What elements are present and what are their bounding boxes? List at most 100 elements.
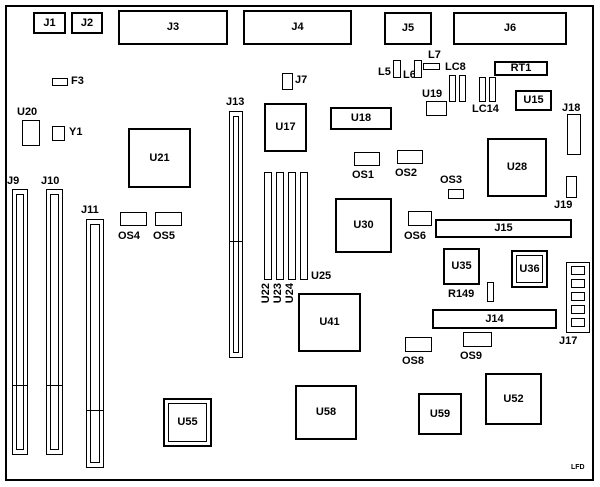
chip-u35-label: U35 [451,260,472,272]
chip-u28: U28 [487,138,547,197]
inductor-l6 [414,60,422,78]
chip-u41: U41 [298,293,361,352]
chip-u58: U58 [295,385,357,440]
oscillator-os4 [120,212,147,226]
chip-u24-label: U24 [284,283,296,304]
chip-u55: U55 [163,398,212,447]
header-j19-label: J19 [554,199,573,211]
header-j17-pin [571,279,585,288]
chip-u41-label: U41 [319,316,340,328]
resistor-r149-label: R149 [448,288,475,300]
chip-u30-label: U30 [353,219,374,231]
slot-j10 [46,189,63,455]
chip-u23 [276,172,284,280]
capacitor-lc14-a [479,77,486,102]
chip-u52-label: U52 [503,392,524,405]
inductor-l5-label: L5 [378,66,391,78]
chip-u18-label: U18 [350,112,372,124]
chip-u59-label: U59 [429,407,451,420]
connector-j1-label: J1 [43,16,56,29]
logo-text: LFD [571,464,585,471]
chip-u55-label: U55 [177,416,198,428]
inductor-l6-label: L6 [403,69,416,81]
board-outline [5,5,594,481]
chip-u19 [426,101,447,116]
connector-j3-label: J3 [166,21,180,33]
chip-u24 [288,172,296,280]
chip-u20-label: U20 [17,106,38,118]
header-j19 [566,176,577,198]
connector-j4: J4 [243,10,352,45]
header-j17-pin [571,305,585,314]
connector-j6: J6 [453,12,567,45]
inductor-l7 [423,63,440,70]
oscillator-os1 [354,152,380,166]
header-j14: J14 [432,309,557,329]
header-j7-label: J7 [295,74,308,86]
slot-j13-inner [233,116,239,353]
header-j18 [567,114,581,155]
oscillator-os6-label: OS6 [404,230,427,242]
header-j14-label: J14 [485,312,504,325]
header-j7 [282,73,293,90]
header-j17-pin [571,318,585,327]
slot-j9-inner [16,194,24,450]
chip-u36: U36 [511,250,548,288]
connector-j2-label: J2 [80,16,94,29]
chip-u52: U52 [485,373,542,425]
resistor-r149 [487,282,494,302]
slot-j10-inner [50,194,59,450]
connector-j5-label: J5 [401,22,415,34]
chip-u58-label: U58 [315,406,337,418]
chip-u28-label: U28 [506,161,528,173]
chip-u18: U18 [330,107,392,130]
oscillator-os2 [397,150,423,164]
connector-j6-label: J6 [503,22,517,34]
chip-u21-label: U21 [149,151,170,164]
oscillator-os8-label: OS8 [402,355,425,367]
slot-j13 [229,111,243,358]
oscillator-os1-label: OS1 [352,169,375,181]
slot-j11-key [87,410,103,411]
oscillator-os5-label: OS5 [153,230,176,242]
oscillator-os5 [155,212,182,226]
oscillator-os8 [405,337,432,352]
slot-j10-label: J10 [41,175,60,187]
slot-j13-key [230,241,242,242]
oscillator-os9 [463,332,492,347]
chip-u15: U15 [515,90,552,111]
connector-j1: J1 [33,12,66,34]
chip-u20 [22,120,40,146]
capacitor-lc14-b [489,77,496,102]
header-j17-label: J17 [559,335,578,347]
chip-u55-inner: U55 [168,403,207,442]
crystal-y1-label: Y1 [69,126,83,138]
connector-j4-label: J4 [291,21,304,33]
slot-j11-label: J11 [81,204,99,216]
chip-u36-inner: U36 [516,255,543,283]
chip-u21: U21 [128,128,191,188]
oscillator-os3 [448,189,464,199]
oscillator-os2-label: OS2 [395,167,418,179]
capacitor-lc8-b [459,75,466,102]
capacitor-lc8-label: LC8 [445,61,466,73]
chip-u59: U59 [418,393,462,435]
slot-j10-key [47,385,62,386]
chip-u35: U35 [443,248,480,285]
thermistor-rt1-label: RT1 [510,62,532,74]
slot-j9-label: J9 [7,175,20,187]
slot-j11 [86,219,104,468]
chip-u15-label: U15 [523,94,544,106]
chip-u17-label: U17 [275,121,296,133]
chip-u17: U17 [264,103,307,152]
header-j15-label: J15 [494,222,513,234]
slot-j9 [12,189,28,455]
connector-j5: J5 [384,12,432,45]
fuse-f3-label: F3 [71,75,84,87]
capacitor-lc14-label: LC14 [472,103,499,115]
header-j17 [566,262,590,333]
chip-u19-label: U19 [422,88,443,100]
thermistor-rt1: RT1 [494,61,548,76]
slot-j13-label: J13 [226,96,245,108]
